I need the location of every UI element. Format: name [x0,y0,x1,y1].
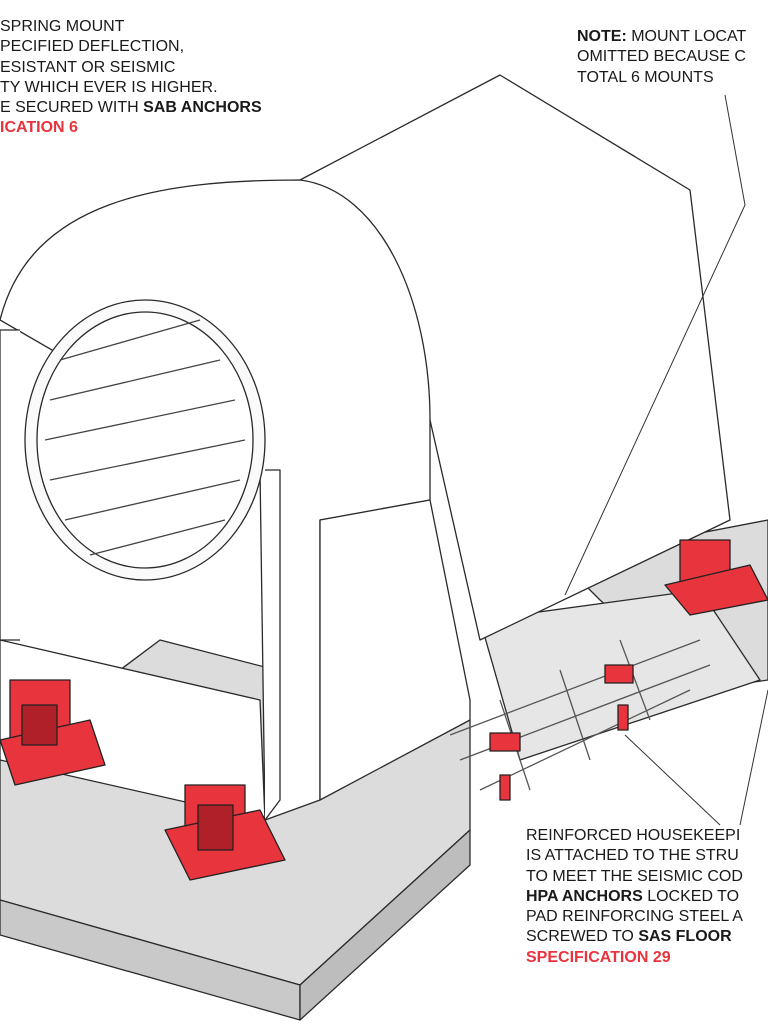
note-text: SPRING MOUNT [0,18,125,35]
note-text: OMITTED BECAUSE C [577,48,746,66]
note-text: NOTE: [577,28,627,45]
note-text: HPA ANCHORS [526,887,643,905]
note-text: PAD REINFORCING STEEL A [526,908,743,926]
note-text: E SECURED WITH [0,99,144,117]
note-line: NOTE: MOUNT LOCAT [577,27,746,47]
note-text: TO MEET THE SEISMIC COD [526,867,743,885]
note-line: ESISTANT OR SEISMIC [0,58,262,78]
spring-mount [0,679,106,786]
spring-mount [664,539,768,616]
note-line: REINFORCED HOUSEKEEPI [526,826,743,846]
note-text: PECIFIED DEFLECTION, [0,38,185,56]
note-text: TY WHICH EVER IS HIGHER. [0,78,218,96]
note-line: ICATION 6 [0,118,262,138]
hpa-anchor [489,664,634,801]
note-line: PAD REINFORCING STEEL A [526,907,743,927]
note-text: IS ATTACHED TO THE STRU [526,847,739,865]
note-line: HPA ANCHORS LOCKED TO [526,887,743,907]
note-line: TOTAL 6 MOUNTS [577,68,746,88]
note-line: IS ATTACHED TO THE STRU [526,846,743,866]
note-line: E SECURED WITH SAB ANCHORS [0,98,262,118]
note-line: TO MEET THE SEISMIC COD [526,867,743,887]
note-line: SPECIFICATION 29 [526,948,743,968]
note-text: SAB ANCHORS [143,99,262,117]
spring-mount [164,784,286,881]
note-text: REINFORCED HOUSEKEEPI [526,827,741,844]
note-line: OMITTED BECAUSE C [577,47,746,67]
fan-blades [44,319,246,556]
spring-mounts [0,539,768,881]
note-text: TOTAL 6 MOUNTS [577,68,714,86]
spring-mount-note: SPRING MOUNT PECIFIED DEFLECTION, ESISTANT… [0,17,262,139]
note-line: SCREWED TO SAS FLOOR [526,927,743,947]
note-line: TY WHICH EVER IS HIGHER. [0,78,262,98]
fan-housing [0,74,731,821]
note-text: SCREWED TO [526,928,639,946]
note-line: PECIFIED DEFLECTION, [0,37,262,57]
note-text: ESISTANT OR SEISMIC [0,58,176,76]
note-text: SAS FLOOR [638,928,732,946]
specification-ref: SPECIFICATION 29 [526,948,671,966]
note-text: MOUNT LOCAT [626,28,747,45]
note-text: LOCKED TO [642,887,740,905]
specification-ref: ICATION 6 [0,119,78,137]
leader-lines [564,94,768,826]
note-line: SPRING MOUNT [0,17,262,37]
housekeeping-pad-note: REINFORCED HOUSEKEEPI IS ATTACHED TO THE … [526,826,743,968]
